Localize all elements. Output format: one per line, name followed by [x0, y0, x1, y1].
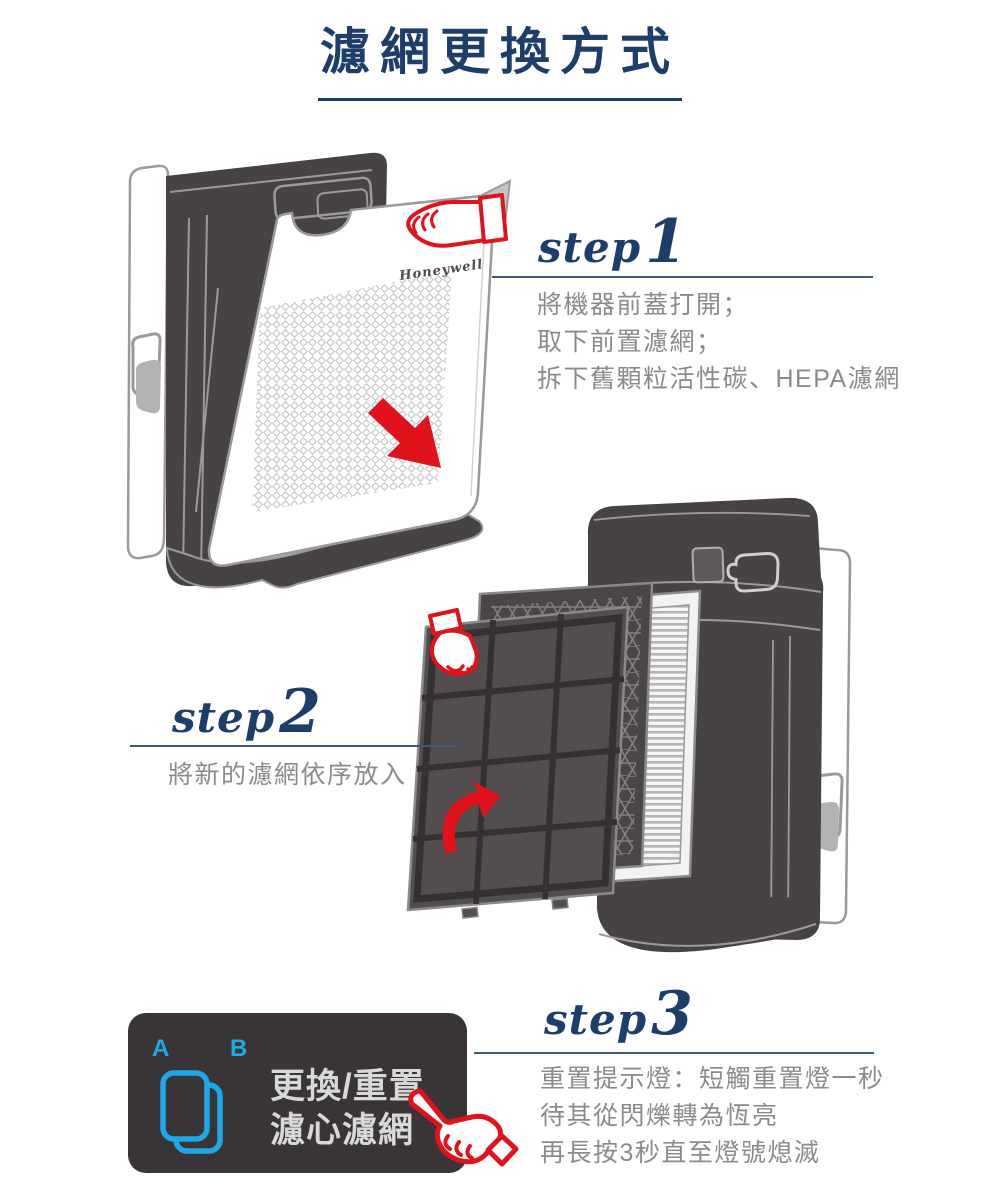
step2-instructions: 將新的濾網依序放入 — [168, 762, 407, 799]
reset-button-label: 更換/重置 濾心濾網 — [270, 1065, 425, 1153]
reset-button-panel: A B 更換/重置 濾心濾網 — [128, 1013, 467, 1173]
step2-number: 2 — [279, 677, 321, 747]
hand-hold-icon — [428, 608, 479, 677]
step1-word: step — [538, 223, 642, 272]
step3-underline — [474, 1052, 874, 1054]
reset-label-line-2: 濾心濾網 — [270, 1111, 415, 1150]
step1-line-2: 取下前置濾網； — [537, 328, 723, 356]
indicator-a-label: A — [152, 1035, 170, 1062]
hand-pinch-icon — [406, 193, 508, 248]
step2-underline — [130, 745, 460, 747]
hand-point-icon — [408, 1088, 519, 1167]
step3-instructions: 重置提示燈：短觸重置燈一秒 待其從閃爍轉為恆亮 再長按3秒直至燈號熄滅 — [540, 1066, 885, 1177]
indicator-b-label: B — [230, 1035, 248, 1062]
air-purifier-open-cover-illustration: Honeywell — [126, 152, 512, 589]
step1-number: 1 — [645, 207, 687, 277]
arrow-down-right-icon — [368, 398, 441, 468]
filter-insertion-illustration — [406, 497, 852, 953]
step1-line-3: 拆下舊顆粒活性碳、HEPA濾網 — [537, 365, 901, 393]
power-button-outline — [726, 551, 780, 593]
step3-number: 3 — [651, 979, 693, 1049]
step1-instructions: 將機器前蓋打開； 取下前置濾網； 拆下舊顆粒活性碳、HEPA濾網 — [537, 292, 901, 403]
cover-mesh — [252, 271, 452, 512]
reset-label-line-1: 更換/重置 — [270, 1067, 425, 1106]
step3-word: step — [544, 995, 648, 1044]
pre-filter-grid — [406, 605, 630, 919]
step1-line-1: 將機器前蓋打開； — [537, 291, 750, 319]
step3-line-1: 重置提示燈：短觸重置燈一秒 — [540, 1065, 885, 1093]
step2-word: step — [172, 693, 276, 742]
step3-line-2: 待其從閃爍轉為恆亮 — [540, 1102, 779, 1130]
step1-underline — [492, 276, 873, 278]
step2-line-1: 將新的濾網依序放入 — [168, 761, 407, 789]
step3-line-3: 再長按3秒直至燈號熄滅 — [540, 1139, 821, 1167]
page-title: 濾網更換方式 — [320, 24, 680, 80]
filter-stack-icon — [160, 1070, 223, 1154]
display-window — [691, 546, 725, 584]
arrow-curve-up-icon — [442, 781, 501, 854]
title-underline — [318, 98, 682, 101]
